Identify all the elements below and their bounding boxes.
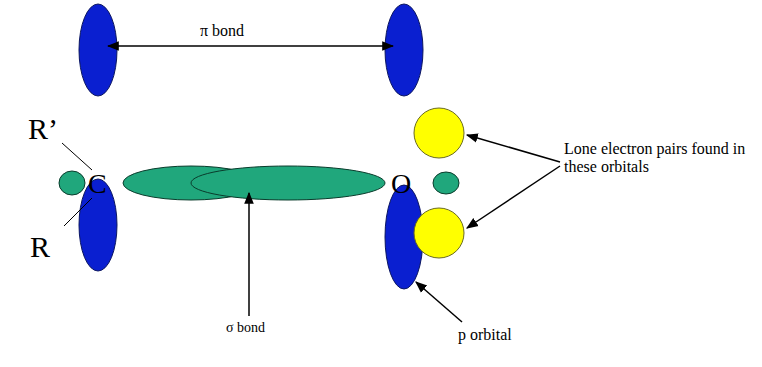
orbital-label: p orbital — [458, 326, 512, 344]
bond-label: σ bond — [226, 320, 265, 336]
sigma-lobe — [191, 166, 385, 200]
sigma-arrow — [248, 193, 250, 316]
callout-note: Lone electron pairs found in these orbit… — [564, 140, 754, 177]
carbon-p-lobe — [79, 4, 117, 96]
lone-pair-orbital — [414, 208, 464, 258]
lone-pair-arrow — [467, 135, 560, 162]
back-lobe — [433, 172, 459, 194]
bond-line — [64, 198, 92, 226]
oxygen-p-lobe — [385, 4, 423, 96]
lone-pair-orbital — [414, 108, 464, 158]
lone-pair-arrow — [467, 166, 560, 228]
back-lobe — [59, 171, 85, 195]
p-orbital-arrow — [416, 282, 462, 322]
substituent-label: R’ — [28, 112, 58, 147]
pi-bond-arrow — [108, 45, 393, 47]
atom-label: C — [88, 168, 107, 200]
bond-label: π bond — [200, 22, 244, 40]
atom-label: O — [391, 168, 411, 200]
substituent-label: R — [30, 230, 50, 265]
bond-line — [62, 143, 92, 170]
